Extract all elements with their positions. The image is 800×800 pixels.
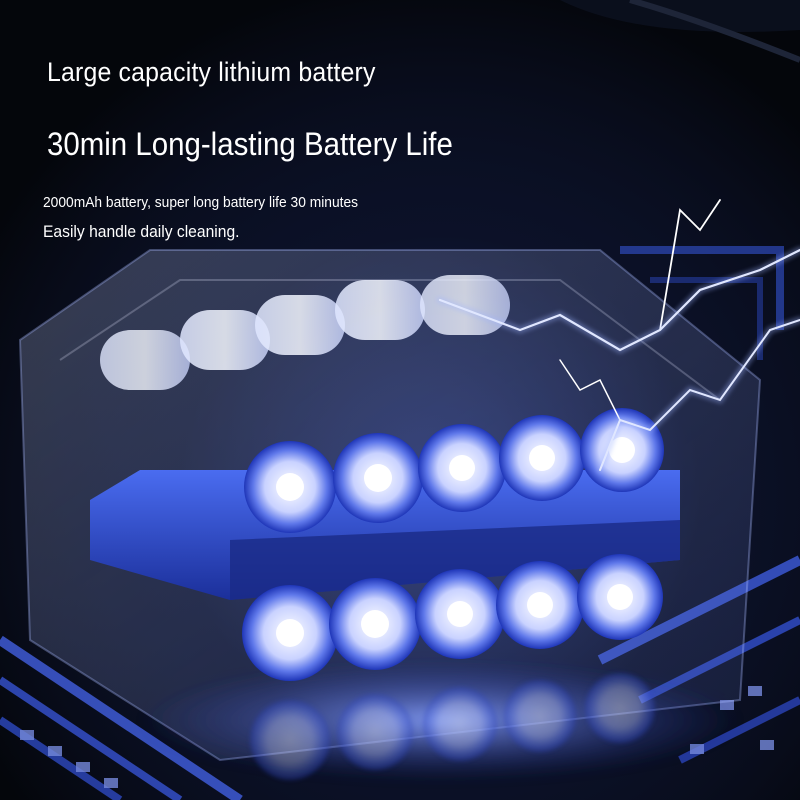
subheadline: 30min Long-lasting Battery Life (47, 126, 453, 162)
headline: Large capacity lithium battery (47, 57, 376, 87)
battery-row-bottom (242, 554, 663, 681)
copy-block: Large capacity lithium battery 30min Lon… (0, 0, 800, 260)
battery-reflection (250, 673, 655, 780)
description-line-2: Easily handle daily cleaning. (43, 222, 240, 241)
lightning-bolt-icon (436, 199, 800, 474)
description-line-1: 2000mAh battery, super long battery life… (43, 194, 359, 211)
